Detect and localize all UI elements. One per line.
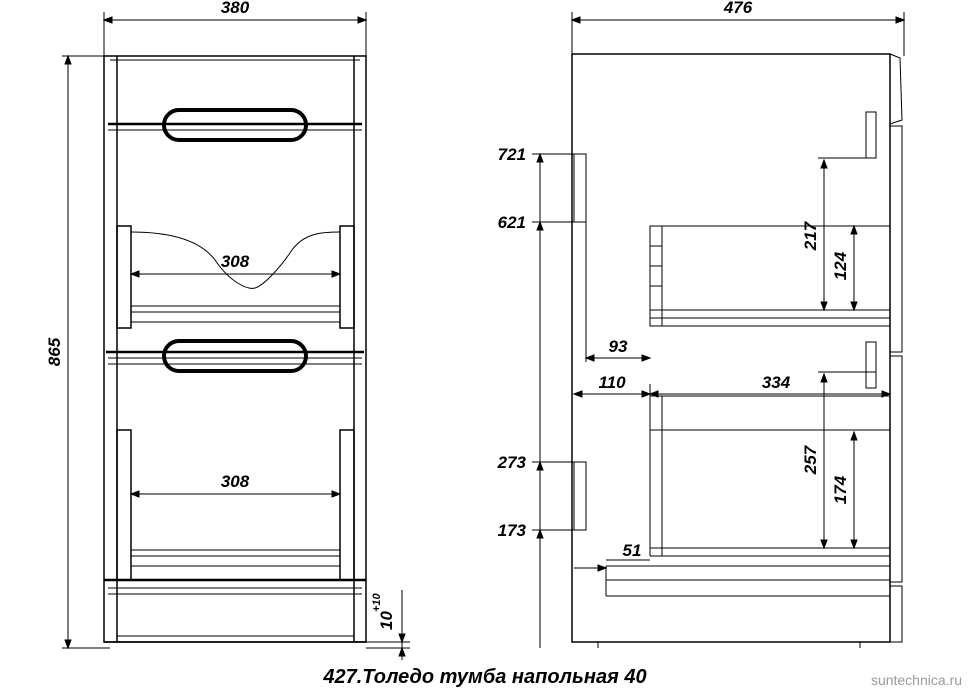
drawer-depth-334-label: 334 [762,373,791,392]
lower-inner-width-label: 308 [221,472,250,491]
height-dimension-label: 865 [45,337,64,366]
height-257-label: 257 [801,444,820,475]
drawing-caption: 427.Толедо тумба напольная 40 [323,666,647,688]
height-273-label: 273 [497,453,527,472]
height-721-label: 721 [498,145,526,164]
foot-tolerance-label: +10 [371,592,383,612]
height-621-label: 621 [498,213,526,232]
watermark: suntechnica.ru [870,672,962,688]
height-124-label: 124 [831,251,850,280]
height-217-label: 217 [801,220,820,251]
width-dimension-label: 380 [221,0,250,17]
offset-51-label: 51 [623,541,642,560]
depth-dimension-label: 476 [723,0,753,17]
offset-93-label: 93 [609,337,628,356]
offset-110-label: 110 [598,373,626,392]
foot-height-label: 10 [377,611,396,630]
height-174-label: 174 [831,475,850,504]
upper-inner-width-label: 308 [221,252,250,271]
height-173-label: 173 [498,521,527,540]
